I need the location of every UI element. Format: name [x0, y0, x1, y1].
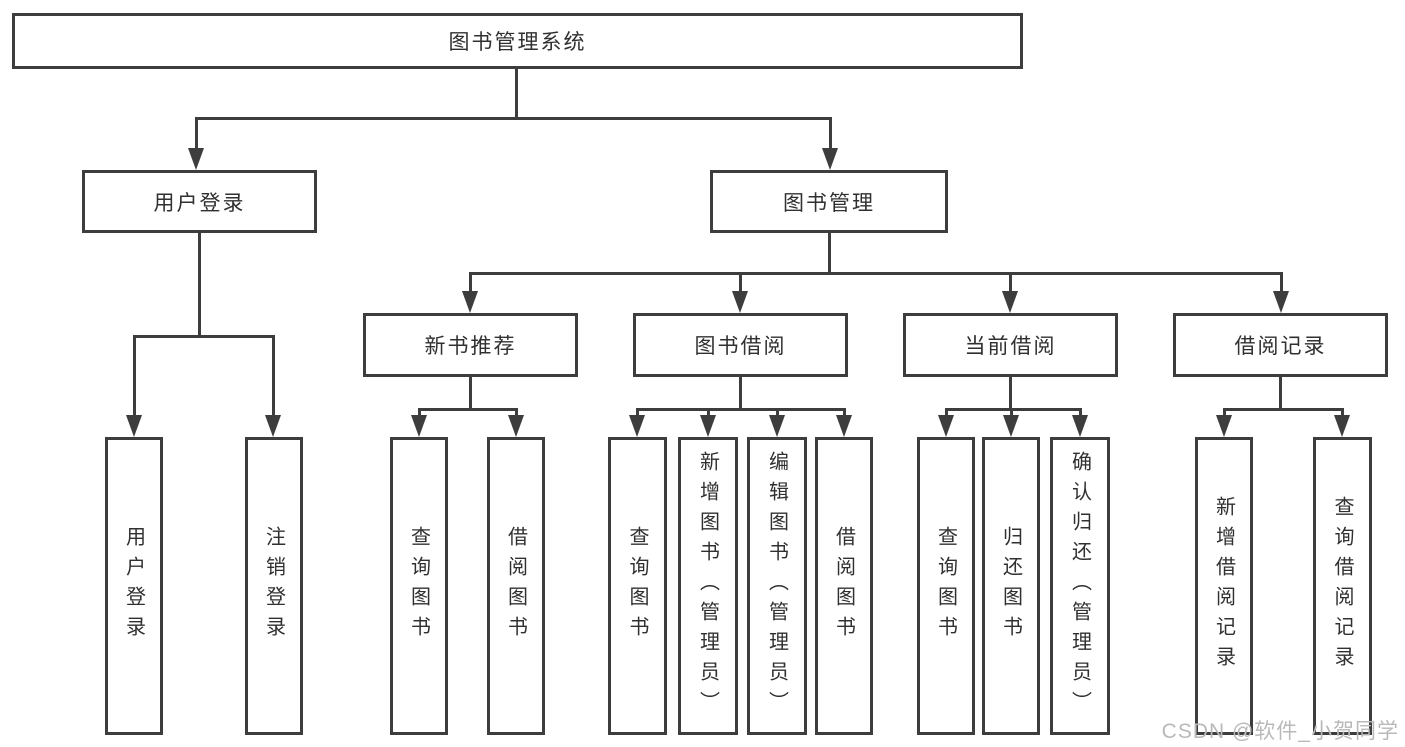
arrow-to-leaf-logout [265, 415, 281, 437]
connector-bookmgmt-hbar [469, 272, 1283, 275]
connector-current-leaf1-drop [945, 408, 948, 417]
connector-currentborrow-hbar [945, 408, 1082, 411]
leaf-newbook-borrow-label: 借阅图书 [504, 526, 527, 646]
node-current-borrow: 当前借阅 [903, 313, 1118, 377]
arrow-to-borrow-record [1273, 291, 1289, 313]
leaf-current-confirm-admin-label: 确认归还（管理员） [1068, 451, 1091, 721]
arrow-to-user-login [188, 148, 204, 170]
connector-newbook-stem [469, 377, 472, 410]
connector-borrowrecord-stem [1279, 377, 1282, 410]
arrow-to-book-mgmt [822, 148, 838, 170]
leaf-logout: 注销登录 [245, 437, 303, 735]
connector-borrowrecord-drop [1280, 272, 1283, 291]
arrow-to-book-borrow [732, 291, 748, 313]
connector-currentborrow-stem [1009, 377, 1012, 410]
connector-record-leaf1-drop [1223, 408, 1226, 417]
leaf-user-login: 用户登录 [105, 437, 163, 735]
arrow-to-leaf-record-add [1216, 415, 1232, 437]
leaf-newbook-borrow: 借阅图书 [487, 437, 545, 735]
arrow-to-leaf-current-query [938, 415, 954, 437]
connector-bookborrow-stem [739, 377, 742, 410]
csdn-watermark: CSDN @软件_小贺同学 [1161, 720, 1399, 743]
connector-current-leaf2-drop [1010, 408, 1013, 417]
arrow-to-leaf-record-query [1334, 415, 1350, 437]
connector-bookmgmt-drop [829, 117, 832, 150]
leaf-borrow-edit-admin: 编辑图书（管理员） [747, 437, 807, 735]
node-new-book-label: 新书推荐 [424, 335, 517, 358]
leaf-borrow-edit-admin-label: 编辑图书（管理员） [765, 451, 788, 721]
arrow-to-leaf-borrow-edit [769, 415, 785, 437]
leaf-record-query-label: 查询借阅记录 [1331, 496, 1353, 676]
leaf-current-confirm-admin: 确认归还（管理员） [1050, 437, 1110, 735]
leaf-record-query: 查询借阅记录 [1313, 437, 1372, 735]
connector-newbook-hbar [418, 408, 518, 411]
connector-bookborrow-drop [739, 272, 742, 291]
leaf-current-return: 归还图书 [982, 437, 1040, 735]
arrow-to-leaf-borrow-add [700, 415, 716, 437]
connector-current-leaf3-drop [1079, 408, 1082, 417]
connector-userlogin-hbar [133, 335, 275, 338]
connector-record-leaf2-drop [1341, 408, 1344, 417]
node-current-borrow-label: 当前借阅 [964, 335, 1057, 358]
connector-borrowrecord-hbar [1223, 408, 1343, 411]
leaf-user-login-label: 用户登录 [122, 526, 145, 646]
leaf-record-add: 新增借阅记录 [1195, 437, 1253, 735]
connector-bookborrow-hbar [636, 408, 846, 411]
node-user-login: 用户登录 [82, 170, 317, 233]
connector-bookmgmt-stem [828, 233, 831, 274]
arrow-to-current-borrow [1002, 291, 1018, 313]
leaf-borrow-add-admin: 新增图书（管理员） [678, 437, 738, 735]
node-root-label: 图书管理系统 [448, 31, 587, 54]
node-book-mgmt-label: 图书管理 [783, 191, 875, 215]
arrow-to-leaf-borrow-query [629, 415, 645, 437]
leaf-borrow-query: 查询图书 [608, 437, 667, 735]
connector-newbook-drop [469, 272, 472, 291]
arrow-to-new-book [462, 291, 478, 313]
arrow-to-leaf-newbook-borrow [508, 415, 524, 437]
arrow-to-leaf-current-return [1003, 415, 1019, 437]
node-borrow-record: 借阅记录 [1173, 313, 1388, 377]
arrow-to-leaf-user-login [126, 415, 142, 437]
connector-userlogin-leaf1-drop [133, 335, 136, 417]
node-book-mgmt: 图书管理 [710, 170, 948, 233]
leaf-borrow-borrow-label: 借阅图书 [832, 526, 855, 646]
leaf-newbook-query: 查询图书 [390, 437, 448, 735]
connector-newbook-leaf2-drop [515, 408, 518, 417]
leaf-newbook-query-label: 查询图书 [407, 526, 430, 646]
node-book-borrow-label: 图书借阅 [694, 335, 787, 358]
node-borrow-record-label: 借阅记录 [1234, 335, 1327, 358]
node-new-book: 新书推荐 [363, 313, 578, 377]
connector-userlogin-leaf2-drop [272, 335, 275, 417]
leaf-current-query: 查询图书 [917, 437, 975, 735]
connector-root-stem [515, 69, 518, 119]
node-root: 图书管理系统 [12, 13, 1023, 69]
leaf-logout-label: 注销登录 [262, 526, 285, 646]
connector-currentborrow-drop [1009, 272, 1012, 291]
node-book-borrow: 图书借阅 [633, 313, 848, 377]
arrow-to-leaf-newbook-query [411, 415, 427, 437]
arrow-to-leaf-borrow-borrow [836, 415, 852, 437]
arrow-to-leaf-current-confirm [1072, 415, 1088, 437]
node-user-login-label: 用户登录 [153, 191, 246, 215]
connector-bookborrow-leaf3-drop [776, 408, 779, 417]
leaf-borrow-add-admin-label: 新增图书（管理员） [696, 451, 719, 721]
leaf-current-return-label: 归还图书 [999, 526, 1022, 646]
connector-bookborrow-leaf4-drop [843, 408, 846, 417]
connector-newbook-leaf1-drop [418, 408, 421, 417]
connector-root-hbar [195, 117, 832, 120]
connector-userlogin-stem [198, 233, 201, 337]
connector-userlogin-drop [195, 117, 198, 150]
connector-bookborrow-leaf2-drop [707, 408, 710, 417]
leaf-current-query-label: 查询图书 [934, 526, 957, 646]
connector-bookborrow-leaf1-drop [636, 408, 639, 417]
leaf-record-add-label: 新增借阅记录 [1212, 496, 1235, 676]
leaf-borrow-query-label: 查询图书 [626, 526, 648, 646]
leaf-borrow-borrow: 借阅图书 [815, 437, 873, 735]
